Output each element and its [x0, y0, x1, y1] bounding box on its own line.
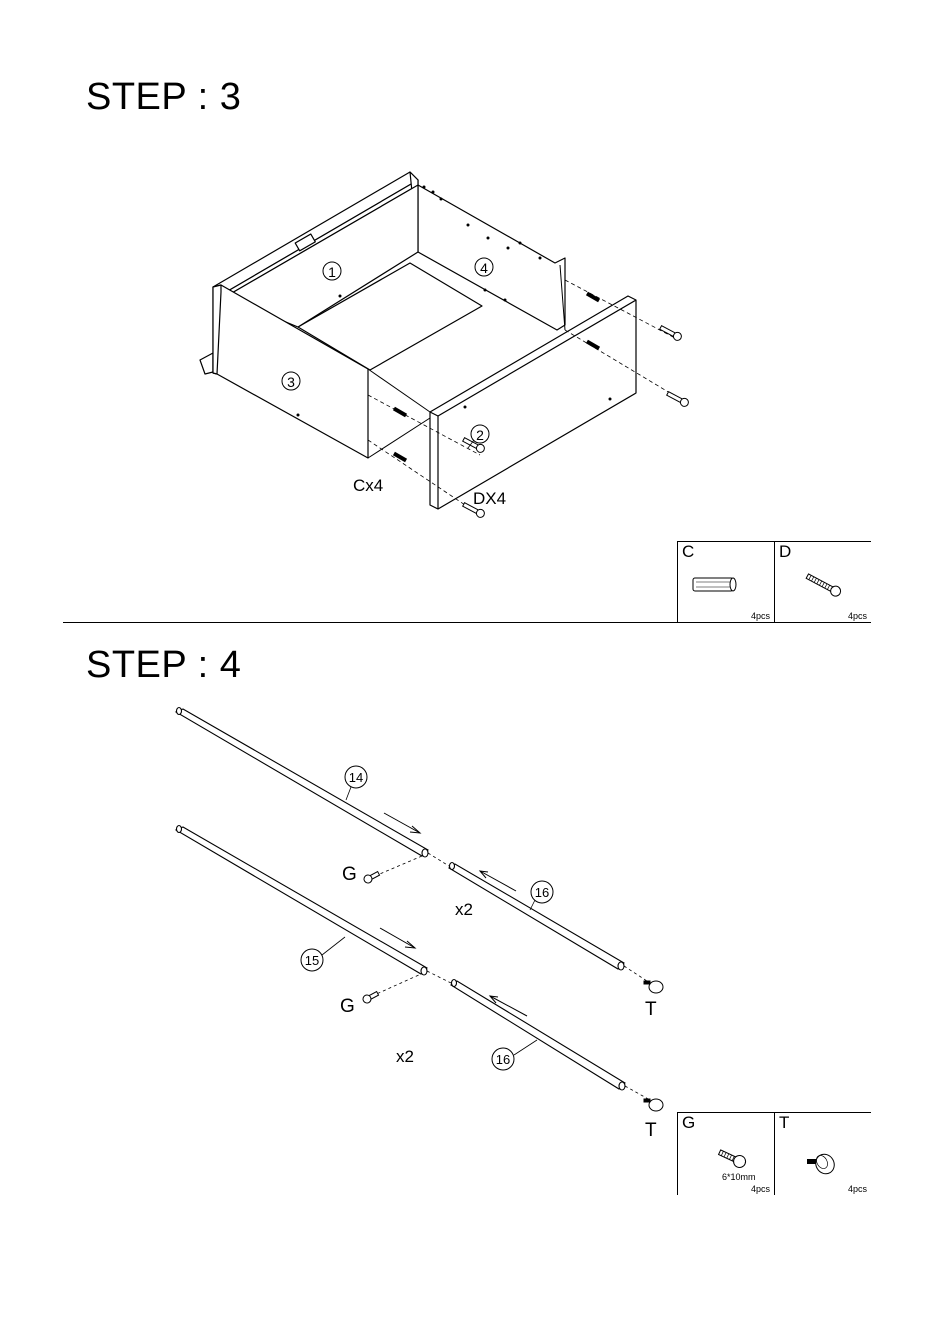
screw-letter-g-upper: G	[342, 864, 357, 885]
screw-icon	[716, 1147, 750, 1171]
cap-letter-t-upper: T	[645, 999, 657, 1020]
rod-label-16-upper: 16	[535, 885, 549, 900]
step-4-parts-table: G 6*10mm 4pcs T 4pcs	[677, 1112, 871, 1195]
part-g-cell: G 6*10mm 4pcs	[678, 1113, 775, 1195]
rod-label-14: 14	[349, 770, 363, 785]
part-g-letter: G	[682, 1113, 695, 1133]
rod-label-16-lower: 16	[496, 1052, 510, 1067]
rod-15	[176, 827, 427, 974]
rod-label-15: 15	[305, 953, 319, 968]
rod-16-lower	[451, 981, 625, 1089]
part-t-qty: 4pcs	[848, 1184, 867, 1194]
screw-letter-g-lower: G	[340, 996, 355, 1017]
rod-16-upper	[449, 864, 624, 969]
rod-14	[176, 709, 428, 856]
part-g-qty: 4pcs	[751, 1184, 770, 1194]
multiplier-lower: x2	[396, 1047, 414, 1066]
part-g-size: 6*10mm	[722, 1172, 756, 1182]
rod-end-cap-icon	[805, 1149, 841, 1179]
part-t-cell: T 4pcs	[775, 1113, 871, 1195]
cap-letter-t-lower: T	[645, 1120, 657, 1141]
part-t-letter: T	[779, 1113, 789, 1133]
multiplier-upper: x2	[455, 900, 473, 919]
